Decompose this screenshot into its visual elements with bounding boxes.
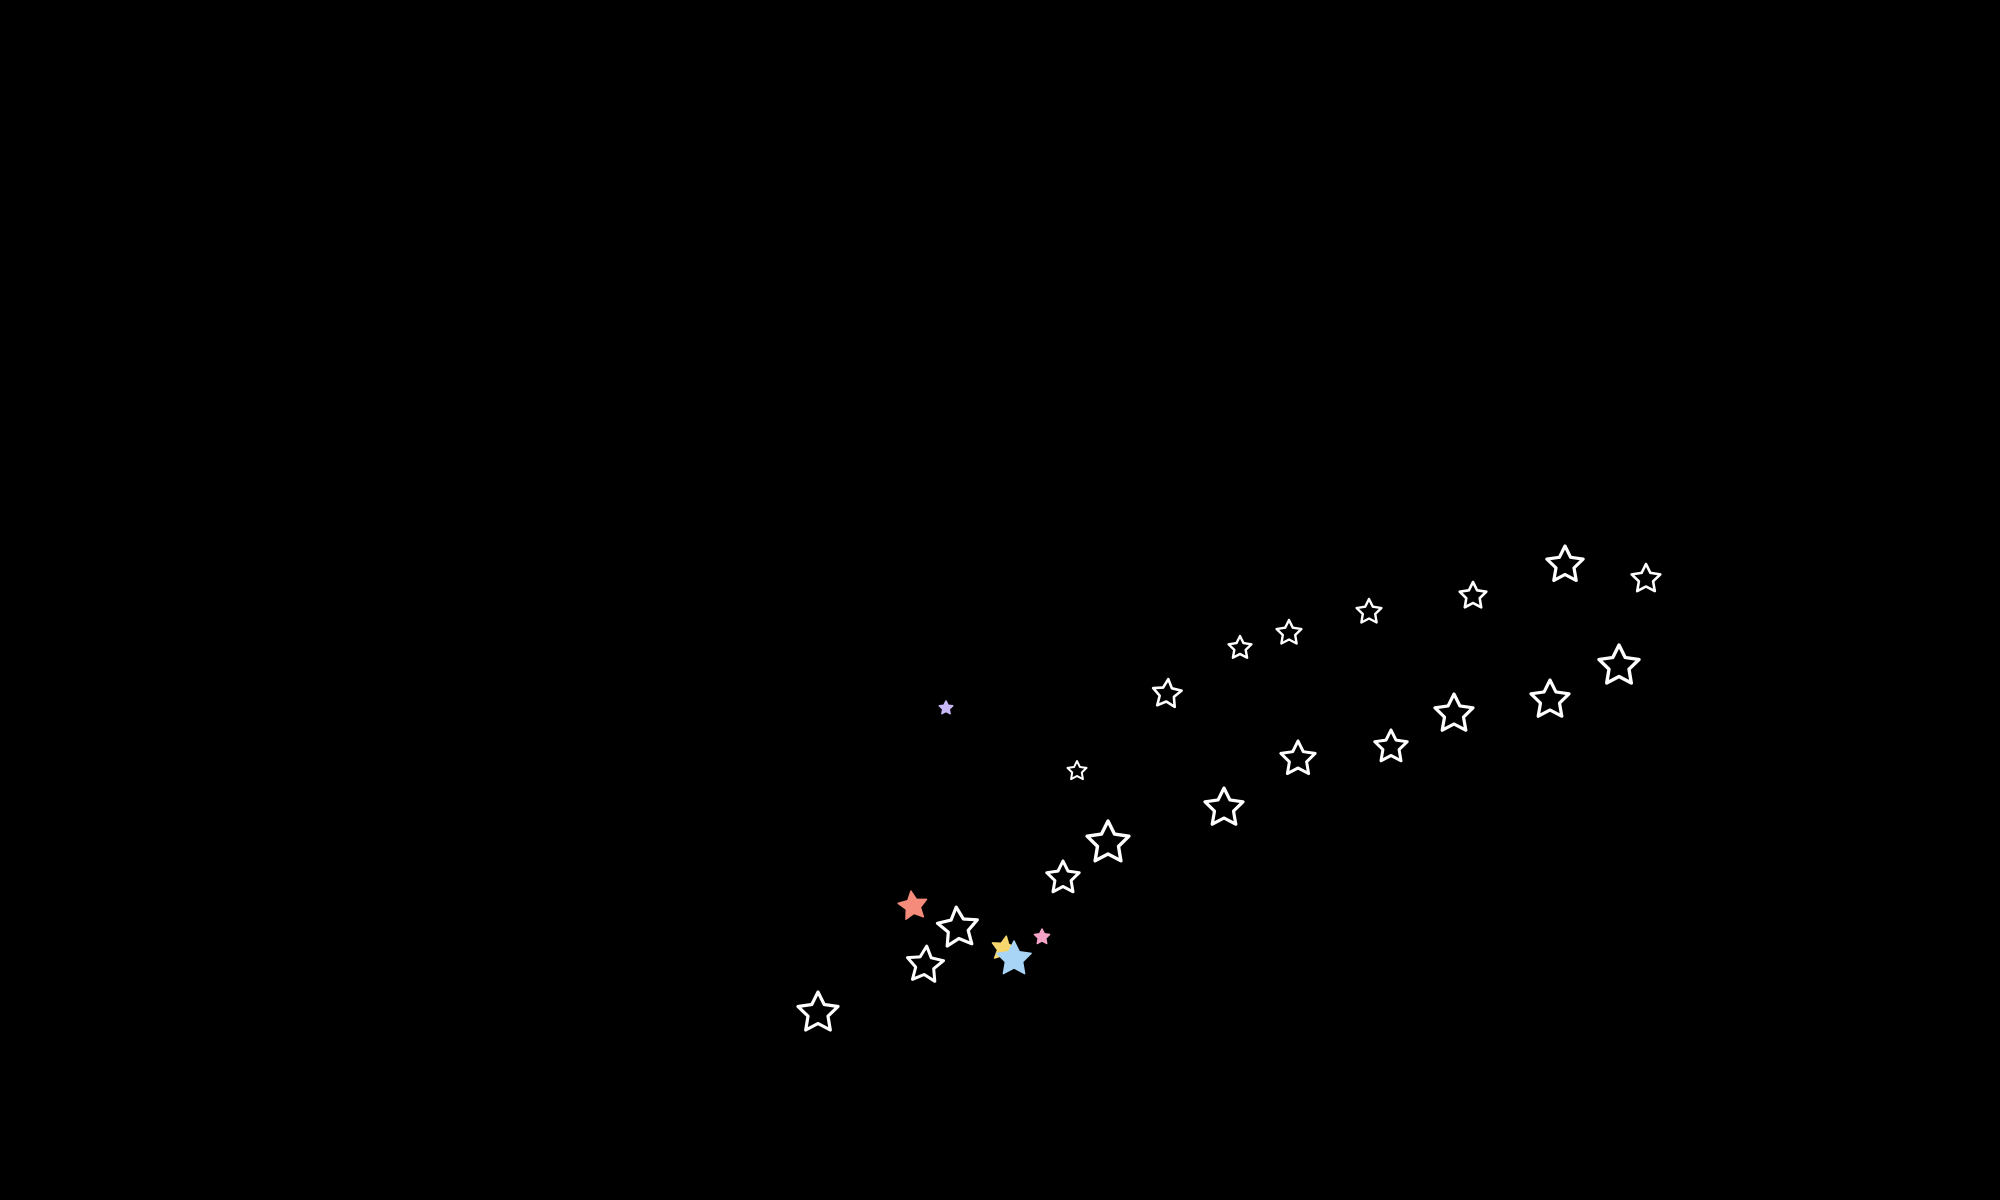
outline-star-icon [1066,760,1088,781]
outline-star-icon [1279,739,1317,776]
lavender-star-icon [938,700,954,715]
filled-star-group [897,700,1051,975]
outline-star-icon [1355,597,1383,624]
outline-star-icon [1545,544,1585,582]
outline-star-icon [1151,677,1183,709]
outline-star-icon [1203,786,1245,826]
outline-star-icon [935,905,979,948]
outline-star-icon [1045,859,1081,894]
outline-star-icon [1433,692,1475,732]
outline-star-icon [1085,819,1131,863]
outline-star-icon [796,990,840,1032]
sky-blue-star-icon [996,940,1032,975]
outline-star-icon [1630,562,1662,593]
outline-star-icon [1227,634,1253,659]
pink-star-icon [1033,928,1051,945]
outline-star-icon [1275,618,1303,645]
coral-star-icon [897,890,928,920]
outline-star-icon [1458,580,1488,609]
outline-star-icon [1529,678,1571,718]
outline-star-group [796,544,1662,1032]
outline-star-icon [906,944,945,983]
outline-star-icon [1597,643,1641,685]
outline-star-icon [1373,728,1409,763]
